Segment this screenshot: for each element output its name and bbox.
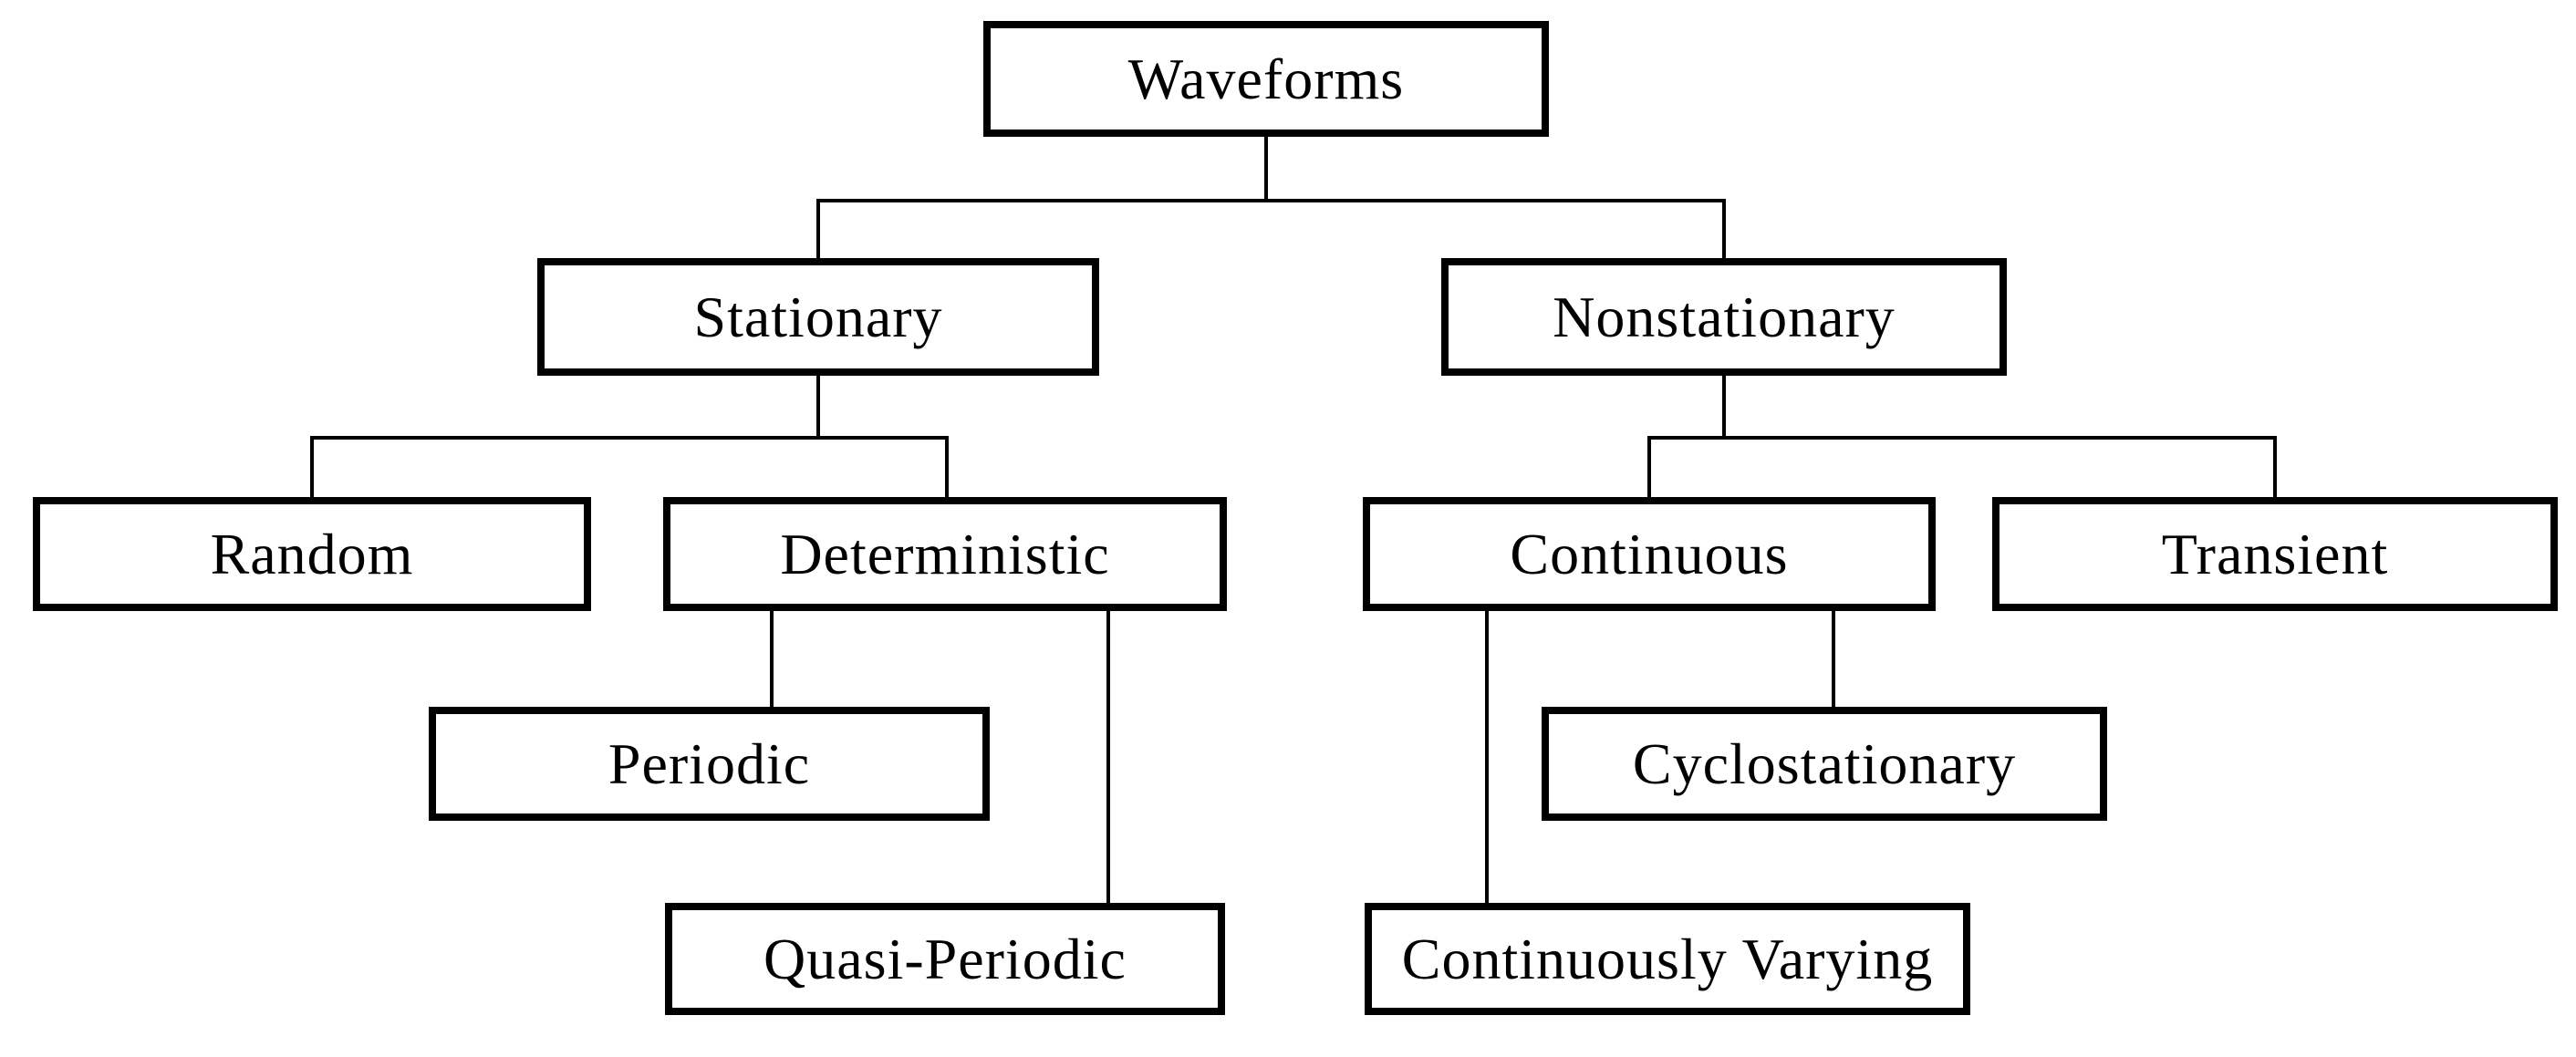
node-stationary-label: Stationary (693, 284, 943, 349)
node-periodic: Periodic (429, 707, 990, 821)
node-deterministic-label: Deterministic (780, 521, 1110, 586)
node-deterministic: Deterministic (663, 497, 1227, 611)
node-quasi-periodic-label: Quasi-Periodic (763, 926, 1127, 991)
node-continuous: Continuous (1363, 497, 1936, 611)
edge-to-continuously-varying (1485, 609, 1489, 905)
edge-to-continuous (1647, 436, 1651, 499)
node-nonstationary-label: Nonstationary (1553, 284, 1896, 349)
edge-to-deterministic (945, 436, 949, 499)
node-continuously-varying-label: Continuously Varying (1401, 926, 1934, 991)
node-stationary: Stationary (537, 258, 1099, 376)
node-waveforms: Waveforms (983, 21, 1549, 137)
node-nonstationary: Nonstationary (1441, 258, 2007, 376)
edge-stationary-split-bar (310, 436, 949, 440)
edge-nonstationary-split-bar (1647, 436, 2277, 440)
node-random: Random (33, 497, 591, 611)
node-periodic-label: Periodic (608, 731, 811, 796)
node-cyclostationary: Cyclostationary (1542, 707, 2107, 821)
node-transient-label: Transient (2161, 521, 2389, 586)
edge-nonstationary-stem (1722, 374, 1726, 438)
edge-to-periodic (770, 609, 774, 710)
edge-stationary-stem (816, 374, 820, 438)
node-random-label: Random (210, 521, 414, 586)
node-waveforms-label: Waveforms (1127, 46, 1405, 111)
node-continuously-varying: Continuously Varying (1365, 903, 1970, 1015)
edge-waveforms-split-bar (816, 199, 1726, 202)
edge-to-random (310, 436, 314, 499)
node-quasi-periodic: Quasi-Periodic (665, 903, 1225, 1015)
node-continuous-label: Continuous (1510, 521, 1789, 586)
edge-to-cyclostationary (1832, 609, 1835, 710)
edge-to-quasi-periodic (1106, 609, 1110, 905)
node-cyclostationary-label: Cyclostationary (1632, 731, 2017, 796)
node-transient: Transient (1992, 497, 2558, 611)
edge-waveforms-stem (1264, 135, 1268, 201)
edge-to-stationary (816, 199, 820, 260)
edge-to-nonstationary (1722, 199, 1726, 260)
edge-to-transient (2273, 436, 2277, 499)
